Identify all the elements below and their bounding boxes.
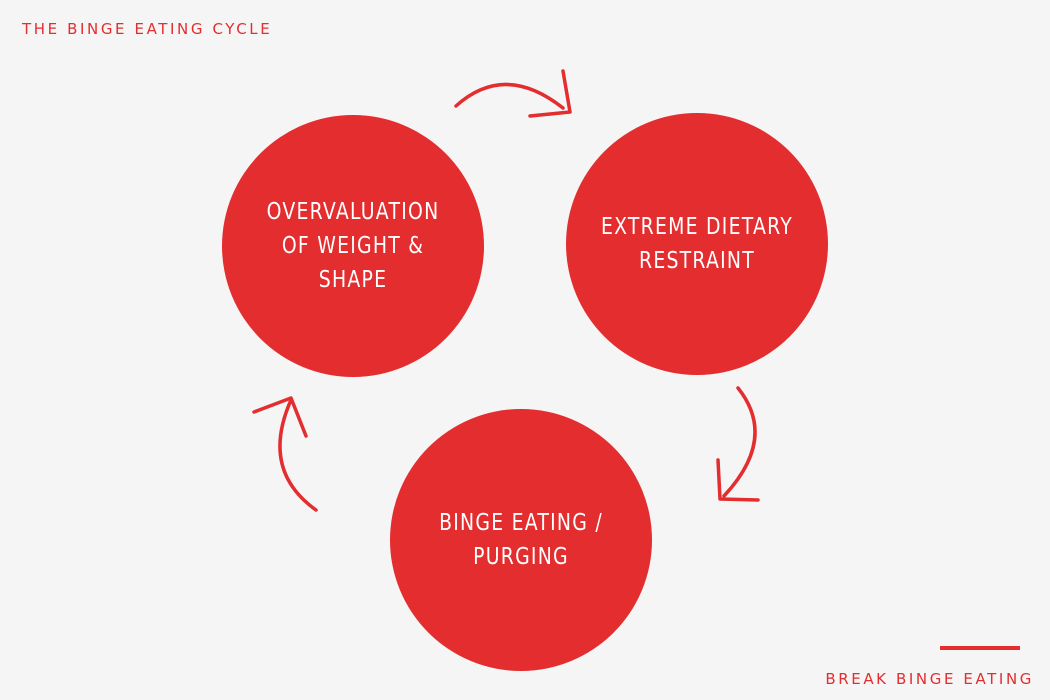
arrow-restraint-to-binge: [716, 386, 760, 502]
brand-divider: [940, 646, 1020, 650]
cycle-node-dietary-restraint: EXTREME DIETARY RESTRAINT: [566, 113, 828, 375]
arrow-weight-to-restraint: [454, 69, 572, 118]
cycle-node-label: EXTREME DIETARY RESTRAINT: [600, 214, 794, 274]
brand-name: BREAK BINGE EATING: [825, 670, 1034, 688]
cycle-node-label: OVERVALUATION OF WEIGHT & SHAPE: [266, 199, 440, 293]
page-title: THE BINGE EATING CYCLE: [22, 20, 273, 38]
cycle-node-label: BINGE EATING / PURGING: [439, 510, 603, 570]
arrow-binge-to-weight: [252, 396, 318, 512]
cycle-node-overvaluation: OVERVALUATION OF WEIGHT & SHAPE: [222, 115, 484, 377]
cycle-node-binge-eating: BINGE EATING / PURGING: [390, 409, 652, 671]
